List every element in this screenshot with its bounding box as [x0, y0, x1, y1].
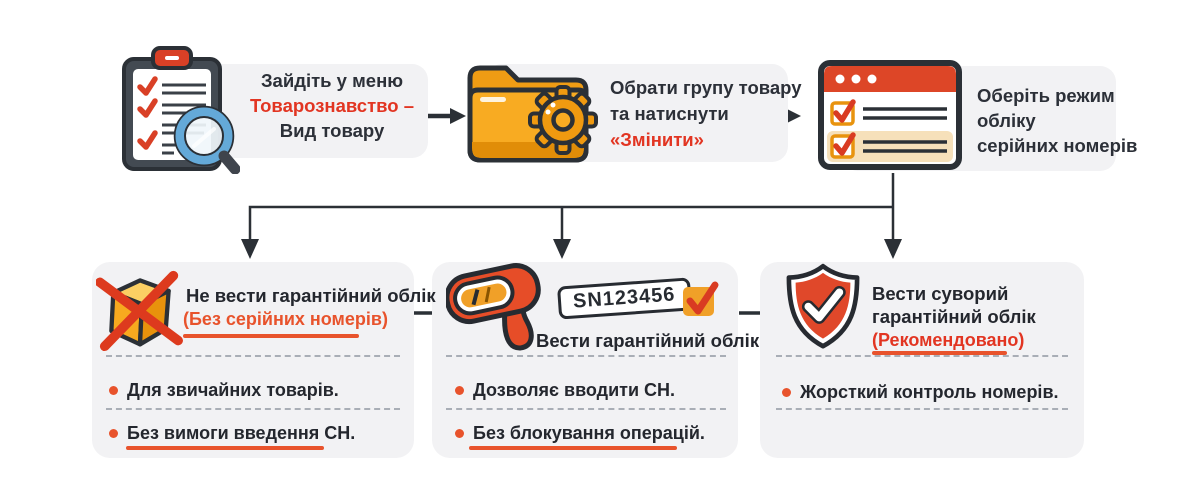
shield-check-icon [786, 263, 860, 349]
option2-bullet-2: Без блокування операцій. [455, 423, 705, 444]
crossed-box-icon [96, 270, 183, 352]
option1-divider-1 [106, 355, 400, 357]
step1-line1: Зайдіть у меню [260, 70, 404, 91]
option3-subtitle: (Рекомендовано) [872, 330, 1025, 350]
step1-line3: Вид товару [279, 120, 385, 141]
option3-divider-1 [776, 355, 1068, 357]
step2-line1: Обрати групу товару [610, 77, 802, 98]
gear-icon [528, 85, 598, 155]
option1-bullet-2-underline [126, 446, 324, 450]
bullet-dot-icon [455, 386, 464, 395]
step3-line2: обліку [977, 110, 1036, 131]
option2-bullet-2-underline [469, 446, 677, 450]
step2-text: Обрати групу товару та натиснути «Змінит… [610, 75, 802, 153]
option1-subtitle-underline [183, 334, 359, 338]
step2-line2: та натиснути [610, 103, 729, 124]
bullet-dot-icon [782, 388, 791, 397]
bullet-dot-icon [109, 429, 118, 438]
option3-title-line2: гарантійний облік [872, 306, 1036, 327]
option2-bullet-2-text: Без блокування операцій. [473, 423, 705, 443]
step3-text: Оберіть режим обліку серійних номерів [977, 83, 1137, 158]
orange-check-icon [683, 281, 719, 316]
option2-bullet-1-text: Дозволяє вводити СН. [473, 380, 676, 400]
bullet-dot-icon [455, 429, 464, 438]
option1-bullet-1-text: Для звичайних товарів. [127, 380, 339, 400]
option3-bullet-1-text: Жорсткий контроль номерів. [800, 382, 1059, 402]
option3-bullet-1: Жорсткий контроль номерів. [782, 382, 1059, 403]
option2-divider-2 [446, 408, 726, 410]
option2-bullet-1: Дозволяє вводити СН. [455, 380, 675, 401]
arrowheads [241, 108, 902, 259]
option1-subtitle: (Без серійних номерів) [183, 309, 388, 329]
option1-title: Не вести гарантійний облік [186, 285, 436, 306]
step2-line3: «Змінити» [610, 129, 704, 150]
option1-bullet-2: Без вимоги введення СН. [109, 423, 355, 444]
option1-bullet-2-text: Без вимоги введення СН. [127, 423, 356, 443]
option2-title: Вести гарантійний облік [536, 330, 760, 351]
step3-line1: Оберіть режим [977, 85, 1115, 106]
option1-bullet-1: Для звичайних товарів. [109, 380, 339, 401]
step3-line3: серійних номерів [977, 135, 1138, 156]
step1-text: Зайдіть у меню Товарознавство – Вид това… [237, 68, 427, 143]
browser-checklist-icon [818, 60, 962, 170]
folder-gear-icon [467, 65, 598, 163]
option3-subtitle-underline [872, 351, 1007, 355]
option2-divider-1 [446, 355, 726, 357]
red-cross-icon [96, 270, 183, 352]
barcode-scanner-icon [446, 263, 541, 351]
option1-divider-2 [106, 408, 400, 410]
bullet-dot-icon [109, 386, 118, 395]
step1-line2: Товарознавство – [250, 95, 414, 116]
option3-title-line1: Вести суворий [872, 283, 1009, 304]
option3-divider-2 [776, 408, 1068, 410]
clipboard-checklist-magnifier-icon [122, 46, 240, 174]
